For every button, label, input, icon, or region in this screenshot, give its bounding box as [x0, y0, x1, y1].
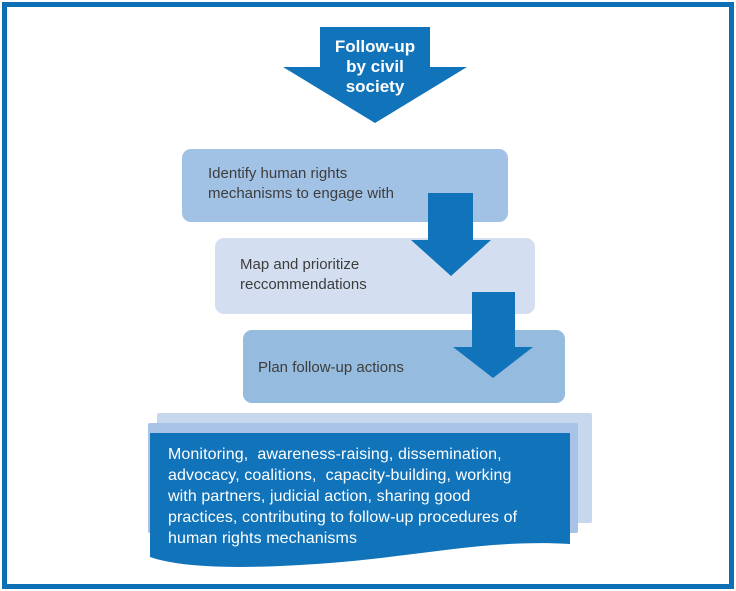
step-text-line: Map and prioritize — [240, 256, 360, 273]
step-text-line: Identify human rights — [208, 165, 348, 182]
step-box-identify-mechanisms: Identify human rights mechanisms to enga… — [182, 149, 508, 222]
step-box-plan-actions: Plan follow-up actions — [243, 330, 565, 403]
outcome-text-line: human rights mechanisms — [168, 530, 358, 547]
follow-up-banner-label: Follow-up by civil society — [283, 37, 467, 97]
outcome-text-line: practices, contributing to follow-up pro… — [168, 509, 518, 526]
step-text-line: Plan follow-up actions — [258, 359, 404, 376]
step-text-line: reccommendations — [240, 276, 367, 293]
banner-text-line: society — [345, 77, 405, 96]
outcome-panel-text: Monitoring, awareness-raising, dissemina… — [168, 444, 568, 549]
outcome-text-line: with partners, judicial action, sharing … — [168, 488, 471, 505]
step-box-map-prioritize: Map and prioritize reccommendations — [215, 238, 535, 314]
step-text-line: mechanisms to engage with — [208, 185, 394, 202]
banner-text-line: Follow-up — [334, 37, 416, 56]
outcome-text-line: advocacy, coalitions, capacity-building,… — [168, 467, 512, 484]
banner-text-line: by civil — [346, 57, 404, 76]
outcome-text-line: Monitoring, awareness-raising, dissemina… — [168, 446, 502, 463]
